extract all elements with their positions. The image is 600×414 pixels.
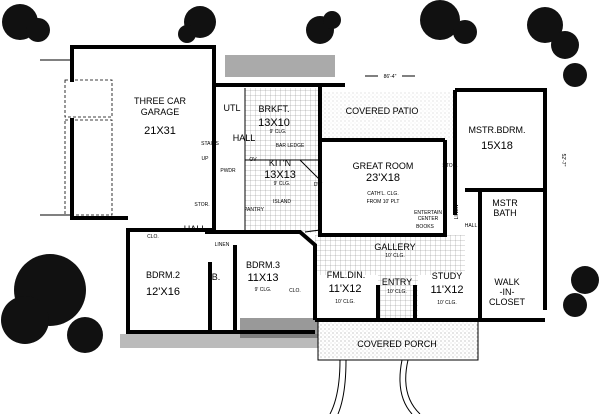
stor1-label: STOR. xyxy=(194,202,209,208)
bdrm2-closet-label: CLO. xyxy=(147,234,159,240)
study-size: 11'X12 xyxy=(430,284,463,296)
great-room-size: 23'X18 xyxy=(366,172,400,184)
bdrm3-size: 11X13 xyxy=(248,272,279,284)
walk-in-label-2: -IN- xyxy=(500,287,515,297)
hall2-label: HALL xyxy=(184,224,207,234)
entry-floor xyxy=(378,275,418,320)
entry-note: 10' CLG. xyxy=(387,289,407,295)
mstr-bath-label-2: BATH xyxy=(493,208,516,218)
bdrm3-label: BDRM.3 xyxy=(246,260,280,270)
hall1-label: HALL xyxy=(233,133,256,143)
garage-label-2: GARAGE xyxy=(141,107,180,117)
hall3-label: HALL xyxy=(465,223,478,229)
bdrm3-note: 9' CLG. xyxy=(255,287,272,293)
linen1-label: LINEN xyxy=(215,242,230,248)
garage-label: THREE CAR xyxy=(134,96,187,106)
landscaping xyxy=(1,0,599,353)
gallery-note: 10' CLG. xyxy=(385,253,405,259)
stor2-label: STOR. xyxy=(442,163,457,169)
island-label: ISLAND xyxy=(273,199,291,205)
books-label: BOOKS xyxy=(416,224,434,230)
walk-in-label-3: CLOSET xyxy=(489,297,526,307)
brkft-note: 9' CLG. xyxy=(270,129,287,135)
stairs-label: STAIRS xyxy=(201,141,219,147)
fml-din-size: 11'X12 xyxy=(328,283,361,295)
oven-label: OV xyxy=(249,157,257,163)
entry-label: ENTRY xyxy=(382,277,412,287)
gallery-label: GALLERY xyxy=(374,242,415,252)
patio-floor xyxy=(322,92,455,140)
pwdr-label: PWDR xyxy=(220,168,236,174)
room-labels: THREE CAR GARAGE 21X31 UTL BRKFT. 13X10 … xyxy=(134,96,526,349)
house-walls xyxy=(126,83,547,414)
kitchen-note: 9' CLG. xyxy=(274,181,291,187)
brkft-size: 13X10 xyxy=(258,117,290,129)
garage-size: 21X31 xyxy=(144,125,176,137)
utl-label: UTL xyxy=(223,103,240,113)
dishwasher-label: DW xyxy=(314,182,323,188)
kitchen-label: KIT'N xyxy=(269,158,291,168)
brkft-label: BRKFT. xyxy=(258,104,289,114)
overall-depth: 52'-7" xyxy=(560,154,566,167)
overall-width: 86'-4" xyxy=(384,74,397,80)
great-room-label: GREAT ROOM xyxy=(353,161,414,171)
covered-porch-label: COVERED PORCH xyxy=(357,339,437,349)
bar-ledge-label: BAR LEDGE xyxy=(276,143,305,149)
bdrm2-size: 12'X16 xyxy=(146,286,180,298)
fml-din-note: 10' CLG. xyxy=(335,299,355,305)
bath-b-label: B. xyxy=(212,272,221,282)
study-note: 10' CLG. xyxy=(437,300,457,306)
walk-in-label: WALK xyxy=(494,277,519,287)
fml-din-label: FML.DIN. xyxy=(327,270,366,280)
entertain-label-2: CENTER xyxy=(418,216,439,222)
mstr-bdrm-size: 15X18 xyxy=(481,140,513,152)
great-room-note: CATH'L. CLG. xyxy=(367,191,398,197)
porch-floor xyxy=(318,322,478,358)
study-label: STUDY xyxy=(432,271,463,281)
gallery-floor xyxy=(315,235,465,275)
bdrm3-closet-label: CLO. xyxy=(289,288,301,294)
mstr-bdrm-label: MSTR.BDRM. xyxy=(469,125,526,135)
covered-patio-label: COVERED PATIO xyxy=(346,106,419,116)
mstr-bath-label: MSTR xyxy=(492,198,518,208)
pantry-label: PANTRY xyxy=(244,207,264,213)
kitchen-size: 13X13 xyxy=(264,169,296,181)
stairs-up: UP xyxy=(202,156,210,162)
entertain-label: ENTERTAIN xyxy=(414,210,442,216)
linen2-label: LINEN xyxy=(454,204,460,219)
garage xyxy=(40,45,216,220)
bdrm2-label: BDRM.2 xyxy=(146,270,180,280)
great-room-note-2: FROM 10' PLT xyxy=(367,199,400,205)
